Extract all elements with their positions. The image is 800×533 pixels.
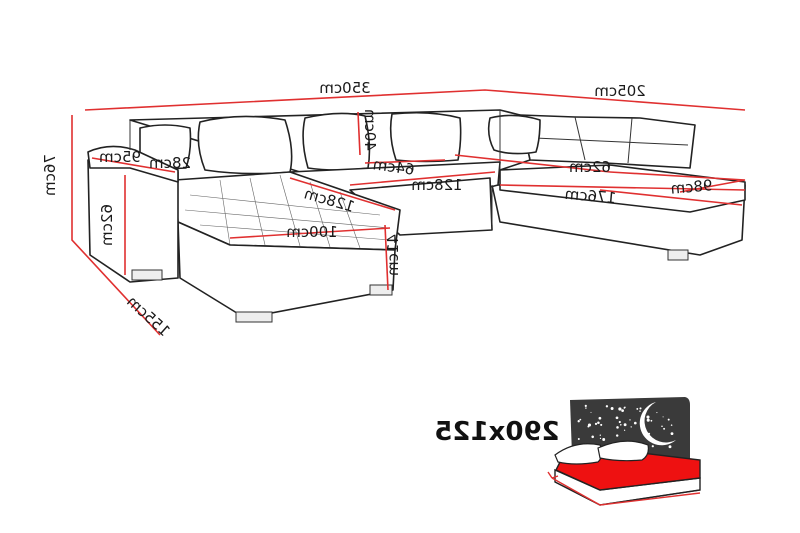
star-dot [646, 415, 650, 419]
star-dot [656, 412, 658, 414]
dim-right-width: 205cm [594, 82, 646, 100]
dim-left-depth: 155cm [123, 292, 173, 340]
star-dot [587, 425, 590, 428]
star-dot [651, 445, 654, 448]
star-dot [590, 411, 592, 413]
star-dot [615, 416, 619, 420]
dim-back-depth: 95cm [99, 148, 141, 166]
star-dot [577, 420, 580, 423]
star-dot [584, 404, 587, 407]
star-dot [621, 409, 624, 412]
star-dot [618, 407, 622, 411]
star-dot [585, 407, 587, 409]
dim-armrest-height: 62cm [98, 204, 116, 246]
star-dot [598, 416, 602, 420]
star-dot [668, 445, 672, 449]
star-dot [605, 405, 609, 408]
dim-middle-seat: 128cm [411, 176, 463, 194]
dim-seat-depth-back: 64cm [372, 155, 416, 179]
dim-arm-width: 28cm [149, 154, 191, 172]
moon-icon [639, 402, 676, 446]
star-dot [639, 407, 642, 410]
star-dot [615, 434, 619, 437]
star-dot [591, 435, 594, 439]
star-dot [623, 407, 626, 409]
bed-size-label: 290x125 [434, 417, 559, 447]
star-dot [623, 429, 626, 431]
dimension-lines [71, 89, 746, 336]
star-dot [670, 432, 674, 436]
star-dot [599, 437, 602, 440]
star-dot [602, 438, 606, 441]
star-dot [661, 425, 663, 427]
dim-right-end-depth: 98cm [670, 176, 713, 198]
dim-height: 76cm [41, 154, 59, 196]
star-dot [667, 418, 670, 421]
star-dot [662, 416, 664, 418]
star-dot [650, 419, 653, 422]
corner-sofa-drawing [87, 109, 746, 323]
star-dot [630, 426, 632, 428]
star-dot [577, 438, 580, 440]
star-dot [646, 418, 650, 422]
star-dot [594, 422, 598, 426]
dim-right-seat-width: 176cm [564, 185, 617, 207]
chaise-tufting [184, 174, 391, 249]
dim-back-height: 40cm [361, 109, 379, 151]
star-dot [620, 424, 622, 426]
star-dot [636, 407, 639, 410]
star-dot [618, 420, 621, 424]
sofa-bed-night-icon [547, 397, 701, 506]
star-dot [616, 426, 619, 429]
star-dot [610, 407, 614, 410]
dim-seat-height: 41cm [384, 234, 402, 276]
star-dot [579, 418, 582, 421]
star-dot [663, 427, 666, 430]
dim-total-width: 350cm [319, 79, 371, 97]
star-dot [633, 421, 637, 425]
star-dot [629, 419, 631, 421]
dim-right-seat-depth: 62cm [569, 158, 611, 176]
star-dot [597, 421, 600, 424]
dim-chaise-length: 100cm [286, 223, 338, 241]
star-dot [599, 434, 601, 436]
star-dot [670, 424, 673, 426]
star-dot [623, 423, 627, 427]
star-dot [639, 410, 641, 412]
star-dot [600, 423, 603, 426]
